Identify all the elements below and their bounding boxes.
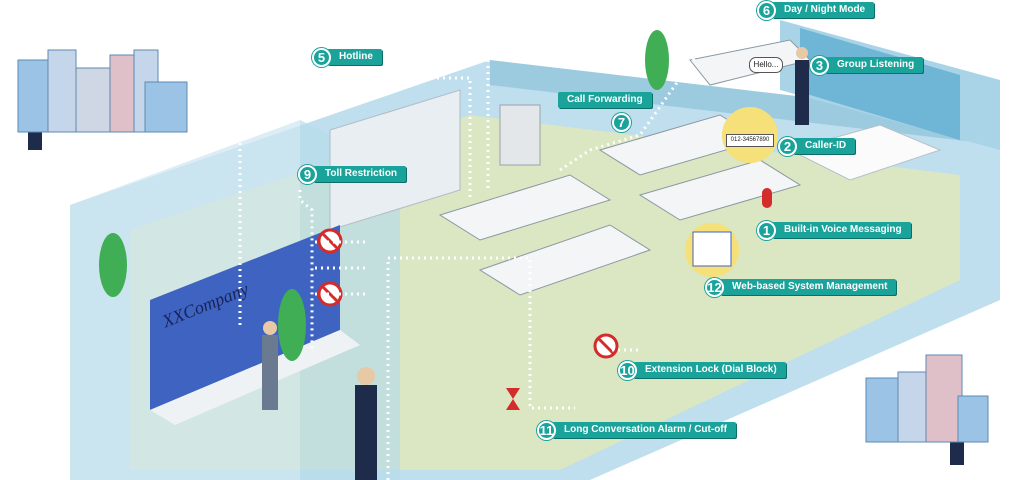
feature-long-conversation: 11 Long Conversation Alarm / Cut-off <box>537 420 736 440</box>
city-right <box>865 354 989 443</box>
desk-row-2 <box>478 224 652 296</box>
feature-number: 11 <box>537 420 556 440</box>
desk-row-4 <box>638 159 802 221</box>
feature-number: 10 <box>618 360 637 380</box>
feature-call-forwarding-number: 7 <box>612 112 631 132</box>
feature-number: 1 <box>757 220 776 240</box>
feature-voice-messaging: 1 Built-in Voice Messaging <box>757 220 911 240</box>
feature-label: Toll Restriction <box>313 166 407 182</box>
caller-id-display: 012-34567890 <box>726 134 774 147</box>
feature-number: 3 <box>810 55 829 75</box>
feature-call-forwarding-label: Call Forwarding <box>558 90 652 110</box>
speech-bubble: Hello... <box>749 57 783 73</box>
back-wall <box>490 60 1000 145</box>
feature-caller-id: 2 Caller-ID <box>778 136 856 156</box>
browser-window-icon <box>692 231 732 267</box>
meeting-table <box>788 124 942 181</box>
feature-hotline: 5 Hotline <box>312 47 382 67</box>
feature-label: Built-in Voice Messaging <box>772 222 911 238</box>
feature-web-management: 12 Web-based System Management <box>705 277 897 297</box>
plant <box>278 289 306 361</box>
city-left <box>17 49 188 133</box>
feature-label: Caller-ID <box>793 138 856 154</box>
feature-number: 5 <box>312 47 331 67</box>
feature-toll-restriction: 9 Toll Restriction <box>298 164 407 184</box>
feature-number: 9 <box>298 164 317 184</box>
copier <box>499 104 541 166</box>
window-glass <box>800 28 960 140</box>
feature-number: 7 <box>612 112 631 132</box>
feature-label: Group Listening <box>825 57 924 73</box>
call-block-icon <box>593 333 619 359</box>
feature-label: Long Conversation Alarm / Cut-off <box>552 422 736 438</box>
feature-day-night-mode: 6 Day / Night Mode <box>757 0 875 20</box>
feature-label: Day / Night Mode <box>772 2 875 18</box>
feature-number: 2 <box>778 136 797 156</box>
reception-counter <box>150 330 360 425</box>
feature-number: 12 <box>705 277 724 297</box>
feature-label: Call Forwarding <box>558 92 652 108</box>
reception-panel <box>150 225 340 410</box>
desk-row-1 <box>438 174 612 241</box>
feature-label: Extension Lock (Dial Block) <box>633 362 786 378</box>
call-paths <box>35 0 741 480</box>
microphone-icon <box>762 188 772 208</box>
hourglass-icon <box>506 388 520 410</box>
plant <box>99 233 127 297</box>
file-cabinet <box>329 89 461 231</box>
plant <box>645 30 669 90</box>
feature-label: Web-based System Management <box>720 279 897 295</box>
feature-number: 6 <box>757 0 776 20</box>
feature-extension-lock: 10 Extension Lock (Dial Block) <box>618 360 786 380</box>
feature-group-listening: 3 Group Listening <box>810 55 924 75</box>
feature-label: Hotline <box>327 49 382 65</box>
